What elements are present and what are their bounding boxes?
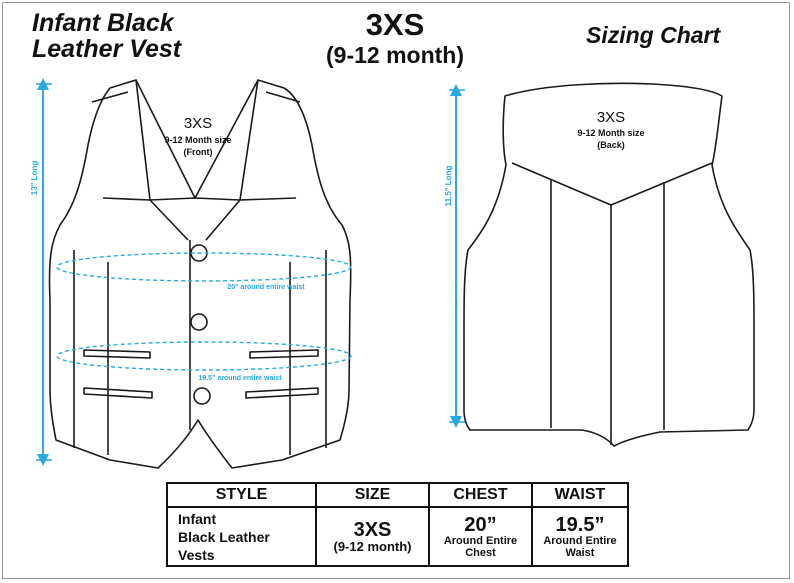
front-caption-line2: (Front) xyxy=(184,147,213,157)
front-right-upper-pocket xyxy=(249,349,319,359)
size-value: 3XS xyxy=(353,518,392,541)
front-vest-outline xyxy=(48,79,352,469)
header-style: STYLE xyxy=(166,482,317,508)
header-waist: WAIST xyxy=(531,482,629,508)
style-line2: Black Leather xyxy=(178,528,270,545)
front-right-lapel xyxy=(205,79,259,241)
style-line1: Infant xyxy=(178,510,217,527)
cell-size: 3XS (9-12 month) xyxy=(315,506,430,567)
front-chest-measure-ring xyxy=(56,252,352,282)
chest-sub2: Chest xyxy=(465,546,496,559)
waist-sub2: Waist xyxy=(565,546,595,559)
front-neckline xyxy=(149,197,241,201)
waist-value: 19.5” xyxy=(555,513,605,536)
cell-waist: 19.5” Around Entire Waist xyxy=(531,506,629,567)
back-vest xyxy=(463,82,755,447)
front-right-lower-pocket xyxy=(245,387,319,399)
product-title-line2: Leather Vest xyxy=(32,35,182,63)
front-button-3 xyxy=(193,387,211,405)
front-left-shoulder-seam xyxy=(91,91,129,103)
size-heading-size: 3XS xyxy=(365,7,425,42)
size-sub: (9-12 month) xyxy=(333,538,412,554)
front-size-label: 3XS xyxy=(184,115,212,132)
front-right-yoke xyxy=(239,197,297,201)
back-caption-line1: 9-12 Month size xyxy=(577,128,644,138)
size-heading: 3XS (9-12 month) xyxy=(270,7,520,69)
front-right-shoulder-seam xyxy=(265,91,301,103)
size-heading-age: (9-12 month) xyxy=(326,42,464,68)
front-left-yoke xyxy=(102,197,151,201)
product-title-line1: Infant Black xyxy=(32,9,174,37)
front-waist-measure-ring xyxy=(56,341,352,371)
back-vest-outline xyxy=(463,82,755,447)
header-size: SIZE xyxy=(315,482,430,508)
front-button-2 xyxy=(190,313,208,331)
front-caption-line1: 9-12 Month size xyxy=(164,135,231,145)
front-left-upper-pocket xyxy=(83,349,151,359)
size-table: STYLE SIZE CHEST WAIST Infant Black Leat… xyxy=(166,482,629,567)
front-length-label: 13" Long xyxy=(30,161,39,196)
front-left-lapel xyxy=(135,79,189,241)
cell-style: Infant Black Leather Vests xyxy=(166,506,317,567)
waist-sub1: Around Entire xyxy=(543,534,617,547)
front-left-lower-pocket xyxy=(83,387,153,399)
back-size-label: 3XS xyxy=(597,109,625,126)
back-caption-line2: (Back) xyxy=(597,140,625,150)
front-waist-label: 19.5" around entire waist xyxy=(198,375,282,382)
chest-value: 20” xyxy=(464,513,497,536)
front-vest xyxy=(48,79,352,469)
chest-sub1: Around Entire xyxy=(443,534,518,547)
front-chest-label: 20" around entire waist xyxy=(227,284,305,291)
product-title: Infant Black Leather Vest xyxy=(32,10,181,62)
cell-chest: 20” Around Entire Chest xyxy=(428,506,533,567)
sizing-chart-title: Sizing Chart xyxy=(586,22,721,48)
size-table-header-row: STYLE SIZE CHEST WAIST xyxy=(166,482,629,508)
style-line3: Vests xyxy=(178,546,215,563)
back-yoke xyxy=(511,162,713,206)
size-table-row: Infant Black Leather Vests 3XS (9-12 mon… xyxy=(166,506,629,567)
header-chest: CHEST xyxy=(428,482,533,508)
back-length-label: 11.5" Long xyxy=(444,166,453,207)
